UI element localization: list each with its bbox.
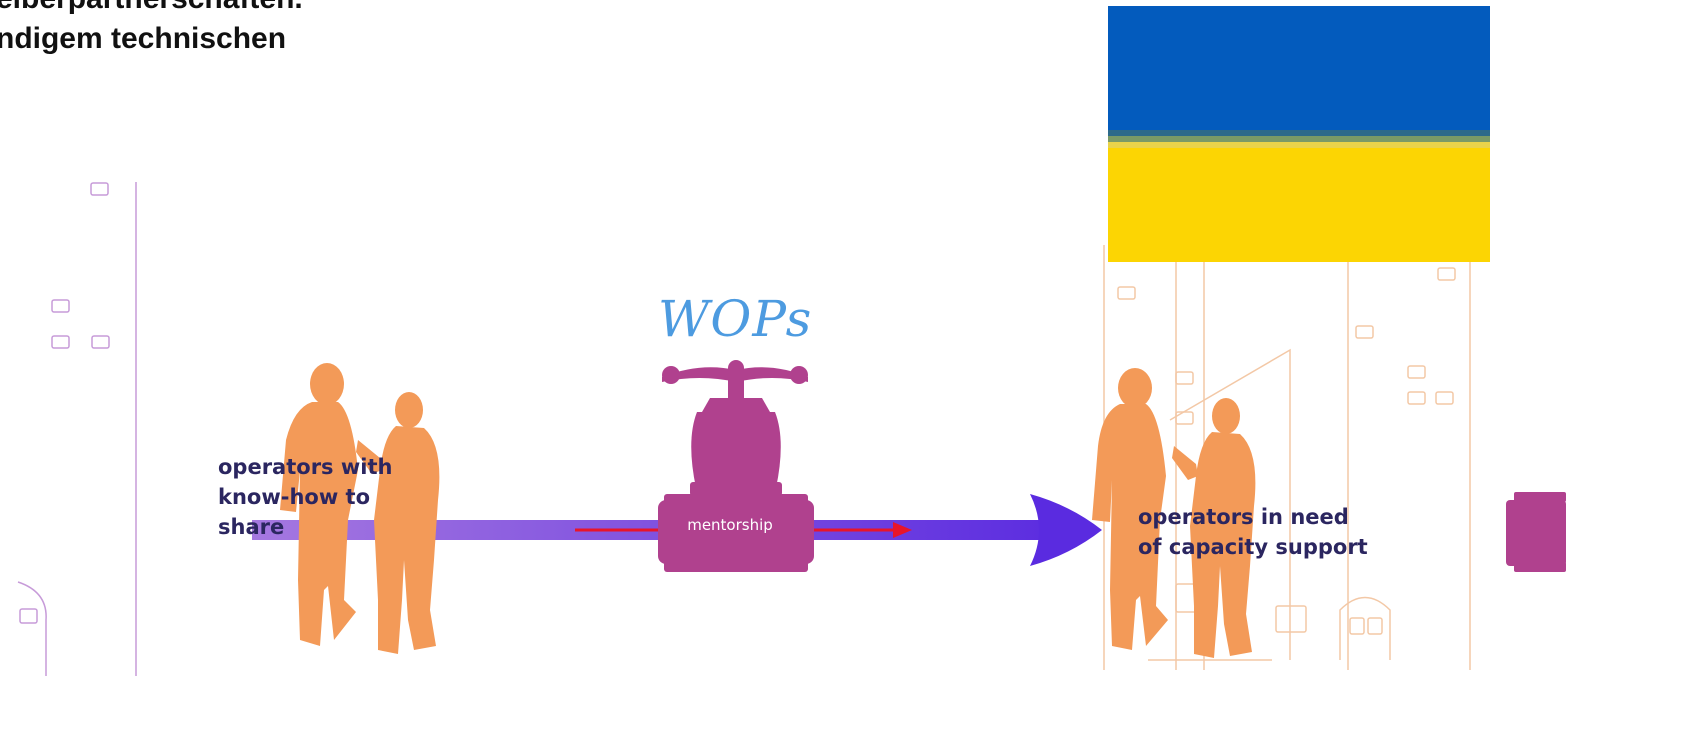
flag-blend-band [1108, 130, 1490, 136]
right-group-label: operators in need of capacity support [1138, 502, 1368, 562]
left-label-line: share [218, 515, 285, 539]
valve-label: mentorship [687, 516, 773, 534]
left-label-line: know-how to [218, 485, 371, 509]
left-building-outline [17, 182, 137, 676]
flag-blend-band [1108, 136, 1490, 142]
flag-blend-band [1108, 142, 1490, 148]
page-heading: eiberpartnerschaften. ndigem technischen [0, 0, 600, 120]
right-people-silhouette [1092, 368, 1256, 658]
flag-blue-stripe [1108, 6, 1490, 130]
left-label-line: operators with [218, 455, 393, 479]
right-label-line: of capacity support [1138, 535, 1368, 559]
valve-icon [658, 360, 814, 572]
left-group-label: operators with know-how to share [218, 452, 392, 542]
heading-line-1: eiberpartnerschaften. [0, 0, 303, 16]
flag-yellow-stripe [1108, 148, 1490, 262]
valve-fragment-icon [1506, 492, 1566, 572]
flag-graphic [1108, 6, 1490, 262]
right-label-line: operators in need [1138, 505, 1349, 529]
diagram-title: WOPs [658, 290, 813, 348]
left-people-silhouette [280, 363, 440, 654]
heading-line-2: ndigem technischen [0, 22, 287, 55]
